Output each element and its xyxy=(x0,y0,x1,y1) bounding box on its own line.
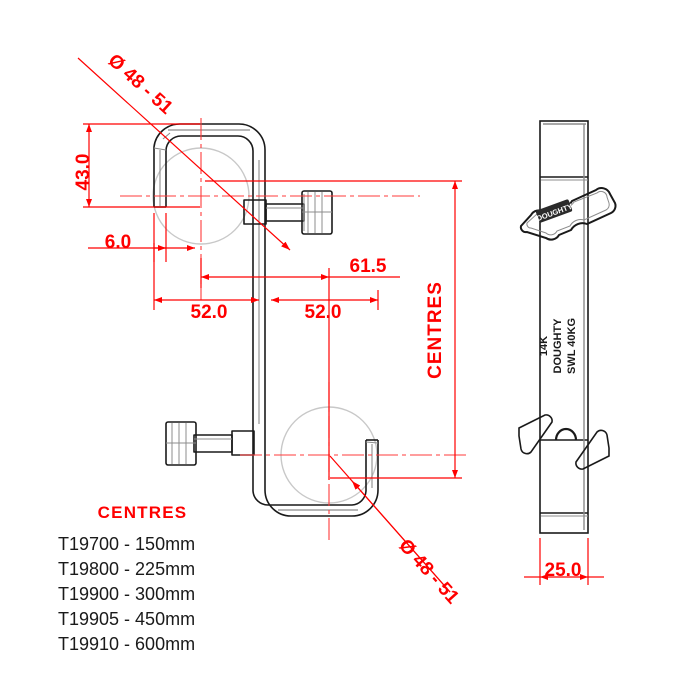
legend-title: CENTRES xyxy=(97,503,188,522)
legend-item-t19905: T19905 - 450mm xyxy=(58,609,196,629)
legend-item-t19910: T19910 - 600mm xyxy=(58,634,196,654)
legend-item-t19900: T19900 - 300mm xyxy=(58,584,196,604)
bottom-bolt-assembly xyxy=(165,421,255,466)
dim-diameter-top: Ø 48 - 51 xyxy=(104,50,177,119)
leader-diameter-top xyxy=(77,57,291,251)
dimension-lines xyxy=(77,57,604,593)
clamp-front-view xyxy=(152,123,379,517)
top-hook xyxy=(153,123,266,425)
dim-width-52-right: 52.0 xyxy=(305,302,342,323)
dim-diameter-bottom: Ø 48 - 51 xyxy=(394,535,463,608)
dim-width-52-left: 52.0 xyxy=(191,302,228,323)
side-body-outline xyxy=(539,120,589,534)
dim-height-43: 43.0 xyxy=(73,154,94,191)
side-lower-hook xyxy=(518,414,610,470)
bottom-hook xyxy=(252,425,379,517)
leader-diameter-bottom xyxy=(351,480,451,593)
legend-item-t19700: T19700 - 150mm xyxy=(58,534,196,554)
stamp-line-2: DOUGHTY xyxy=(552,318,564,374)
wingnut-badge-plate xyxy=(535,199,573,223)
side-stamp-text: 14K DOUGHTY SWL 40KG xyxy=(538,318,578,374)
dim-width-61-5: 61.5 xyxy=(350,256,387,277)
legend-item-t19800: T19800 - 225mm xyxy=(58,559,196,579)
top-bolt-assembly xyxy=(243,190,333,235)
stamp-line-1: 14K xyxy=(538,336,550,356)
dim-offset-6: 6.0 xyxy=(105,232,131,253)
centres-legend: CENTRES T19700 - 150mm T19800 - 225mm T1… xyxy=(50,503,300,657)
clamp-side-view: DOUGHTY 14K DOUGHTY SWL 40KG xyxy=(518,120,617,534)
dim-side-width-25: 25.0 xyxy=(545,560,582,581)
dim-centres-label: CENTRES xyxy=(425,281,446,379)
side-wingnut: DOUGHTY xyxy=(519,187,617,241)
stamp-line-3: SWL 40KG xyxy=(566,318,578,374)
